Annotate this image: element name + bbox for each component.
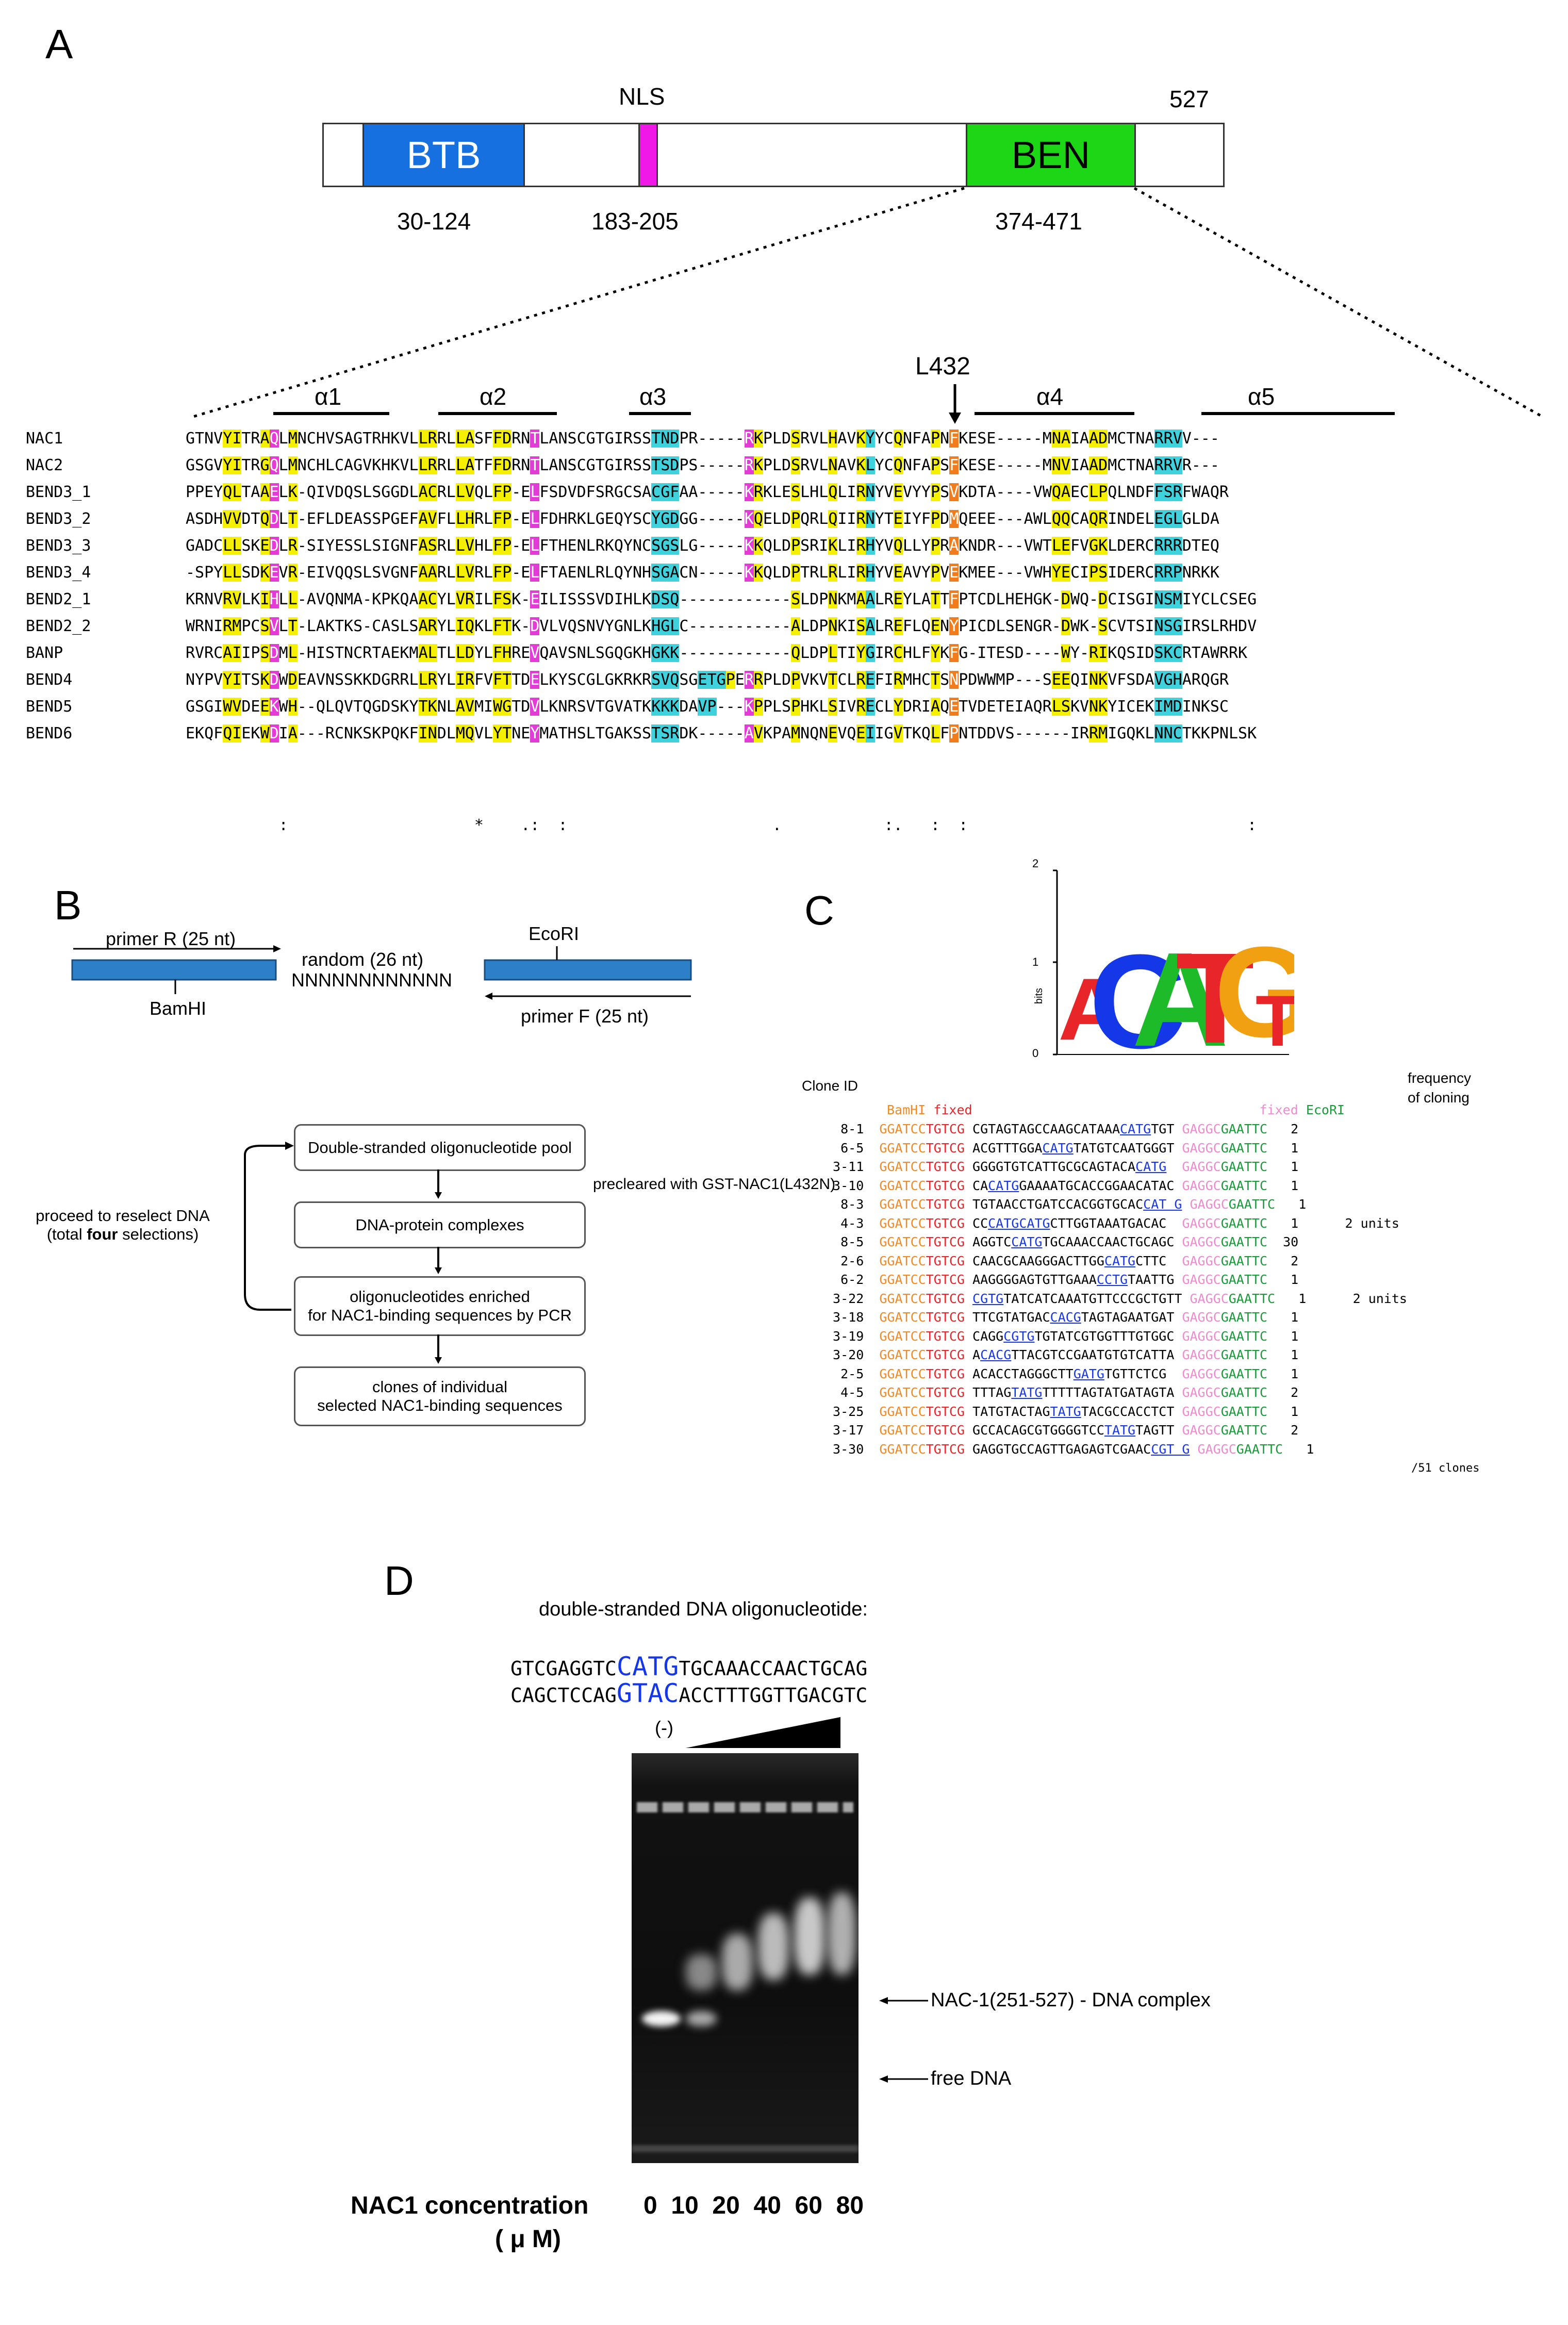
concentration-wedge <box>686 1717 840 1748</box>
ben-domain: BEN <box>966 123 1136 187</box>
clone-row: 3-25 GGATCCTGTCG TATGTACTAGTATGTACGCCACC… <box>825 1404 1299 1419</box>
clone-row: 8-5 GGATCCTGTCG AGGTCCATGTGCAAACCAACTGCA… <box>825 1234 1299 1249</box>
clone-id-header: Clone ID <box>802 1078 858 1094</box>
clone-row: 3-20 GGATCCTGTCG ACACGTTACGTCCGAATGTGTCA… <box>825 1347 1299 1362</box>
protein-length-label: 527 <box>1169 86 1209 112</box>
preclear-label: precleared with GST-NAC1(L432N) <box>593 1176 836 1193</box>
btb-domain: BTB <box>362 123 525 187</box>
logo-y-min: 0 <box>1032 1047 1039 1060</box>
clone-row: 2-6 GGATCCTGTCG CAACGCAAGGGACTTGGCATGCTT… <box>825 1253 1299 1268</box>
gel-image <box>632 1753 859 2163</box>
gel-band-arrows <box>879 1997 928 2083</box>
panel-label-b: B <box>54 882 82 928</box>
protein-domain-bar: BTB BEN <box>322 123 1225 187</box>
panel-label-a: A <box>45 21 73 67</box>
oligo-top-strand: GTCGAGGTCCATGTGCAAACCAACTGCAG <box>510 1652 868 1681</box>
ben-range: 374-471 <box>995 208 1082 235</box>
logo-pos5-g: G <box>1214 920 1294 1062</box>
helix-a5-label: α5 <box>1248 383 1275 410</box>
panel-label-c: C <box>804 887 834 933</box>
logo-y-mid: 1 <box>1032 955 1039 968</box>
oligo-title: double-stranded DNA oligonucleotide: <box>539 1598 868 1620</box>
clone-row: 6-5 GGATCCTGTCG ACGTTTGGACATGTATGTCAATGG… <box>825 1140 1299 1156</box>
nls-range: 183-205 <box>591 208 679 235</box>
panel-label-d: D <box>384 1558 414 1604</box>
concentration-unit: ( μ M) <box>495 2225 561 2253</box>
logo-pos4-t: T <box>1176 926 1255 1062</box>
sequence-logo: A C A T G T <box>1053 869 1294 1062</box>
alignment-consensus: : * .: : . :. : : : <box>186 816 1313 834</box>
complex-band-label: NAC-1(251-527) - DNA complex <box>931 1989 1211 2011</box>
concentration-axis-label: NAC1 concentration <box>351 2192 589 2219</box>
random-region-label: random (26 nt) <box>302 949 424 970</box>
btb-range: 30-124 <box>397 208 471 235</box>
clone-table-header: BamHI fixed fixed EcoRI <box>887 1102 1345 1117</box>
reselect-label: proceed to reselect DNA (total four sele… <box>36 1207 210 1243</box>
negative-control-label: (-) <box>655 1717 673 1738</box>
logo-pos1-a: A <box>1058 960 1125 1059</box>
oligo-bottom-strand: CAGCTCCAGGTACACCTTTGGTTGACGTC <box>510 1678 868 1708</box>
helix-a1-label: α1 <box>315 383 342 410</box>
logo-pos3-a: A <box>1132 925 1229 1062</box>
clone-row: 4-3 GGATCCTGTCG CCCATGCATGCTTGGTAAATGACA… <box>825 1215 1399 1231</box>
logo-pos6-t: T <box>1256 980 1294 1061</box>
zoom-dotted-lines <box>189 187 1545 424</box>
clone-table: 8-1 GGATCCTGTCG CGTAGTAGCCAAGCATAAACATGT… <box>825 1120 1407 1459</box>
clone-row: 3-19 GGATCCTGTCG CAGGCGTGTGTATCGTGGTTTGT… <box>825 1328 1299 1344</box>
nls-domain <box>638 123 658 187</box>
concentration-values: 0 10 20 40 60 80 <box>643 2192 864 2219</box>
clone-row: 3-30 GGATCCTGTCG GAGGTGCCAGTTGAGAGTCGAAC… <box>825 1441 1314 1457</box>
bamhi-label: BamHI <box>150 998 207 1019</box>
random-nnn-label: NNNNNNNNNNNN <box>291 969 452 991</box>
clone-row: 3-22 GGATCCTGTCG CGTGTATCATCAAATGTTCCCGC… <box>825 1291 1407 1306</box>
primer-r-label: primer R (25 nt) <box>106 928 236 949</box>
library-diagram <box>71 945 692 1000</box>
clone-row: 3-10 GGATCCTGTCG CACATGGAAAATGCACCGGAACA… <box>825 1178 1299 1193</box>
clone-row: 3-17 GGATCCTGTCG GCCACAGCGTGGGGTCCTATGTA… <box>825 1423 1299 1438</box>
helix-a4-label: α4 <box>1036 383 1064 410</box>
ben-label: BEN <box>1011 134 1091 176</box>
workflow-arrows <box>244 1142 442 1364</box>
clone-row: 3-18 GGATCCTGTCG TTCGTATGACCACGTAGTAGAAT… <box>825 1310 1299 1325</box>
logo-y-axis-label: bits <box>1033 987 1045 1004</box>
clone-row: 6-2 GGATCCTGTCG AAGGGGAGTGTTGAAACCTGTAAT… <box>825 1272 1299 1287</box>
step-dna-protein-complexes: DNA-protein complexes <box>294 1201 586 1248</box>
nls-label: NLS <box>619 83 665 110</box>
clone-row: 3-11 GGATCCTGTCG GGGGTGTCATTGCGCAGTACACA… <box>825 1159 1299 1174</box>
clone-total: /51 clones <box>1411 1462 1480 1475</box>
logo-y-max: 2 <box>1032 857 1039 870</box>
step-oligo-pool: Double-stranded oligonucleotide pool <box>294 1124 586 1171</box>
clone-row: 8-3 GGATCCTGTCG TGTAACCTGATCCACGGTGCACCA… <box>825 1197 1307 1212</box>
mutation-label: L432 <box>915 353 970 380</box>
helix-a2-label: α2 <box>480 383 507 410</box>
free-dna-label: free DNA <box>931 2068 1012 2089</box>
clone-row: 2-5 GGATCCTGTCG ACACCTAGGGCTTGATGTGTTCTC… <box>825 1366 1299 1381</box>
clone-row: 4-5 GGATCCTGTCG TTTAGTATGTTTTTAGTATGATAG… <box>825 1385 1299 1400</box>
alignment-row: BEND3_4-SPYLLSDKEVR-EIVQQSLSVGNFAARLLVRL… <box>26 564 1219 582</box>
primer-f-label: primer F (25 nt) <box>521 1005 649 1027</box>
ecori-label: EcoRI <box>529 923 580 944</box>
logo-pos2-c: C <box>1089 927 1186 1062</box>
btb-label: BTB <box>406 134 481 176</box>
clone-row: 8-1 GGATCCTGTCG CGTAGTAGCCAAGCATAAACATGT… <box>825 1122 1299 1136</box>
helix-a3-label: α3 <box>639 383 667 410</box>
